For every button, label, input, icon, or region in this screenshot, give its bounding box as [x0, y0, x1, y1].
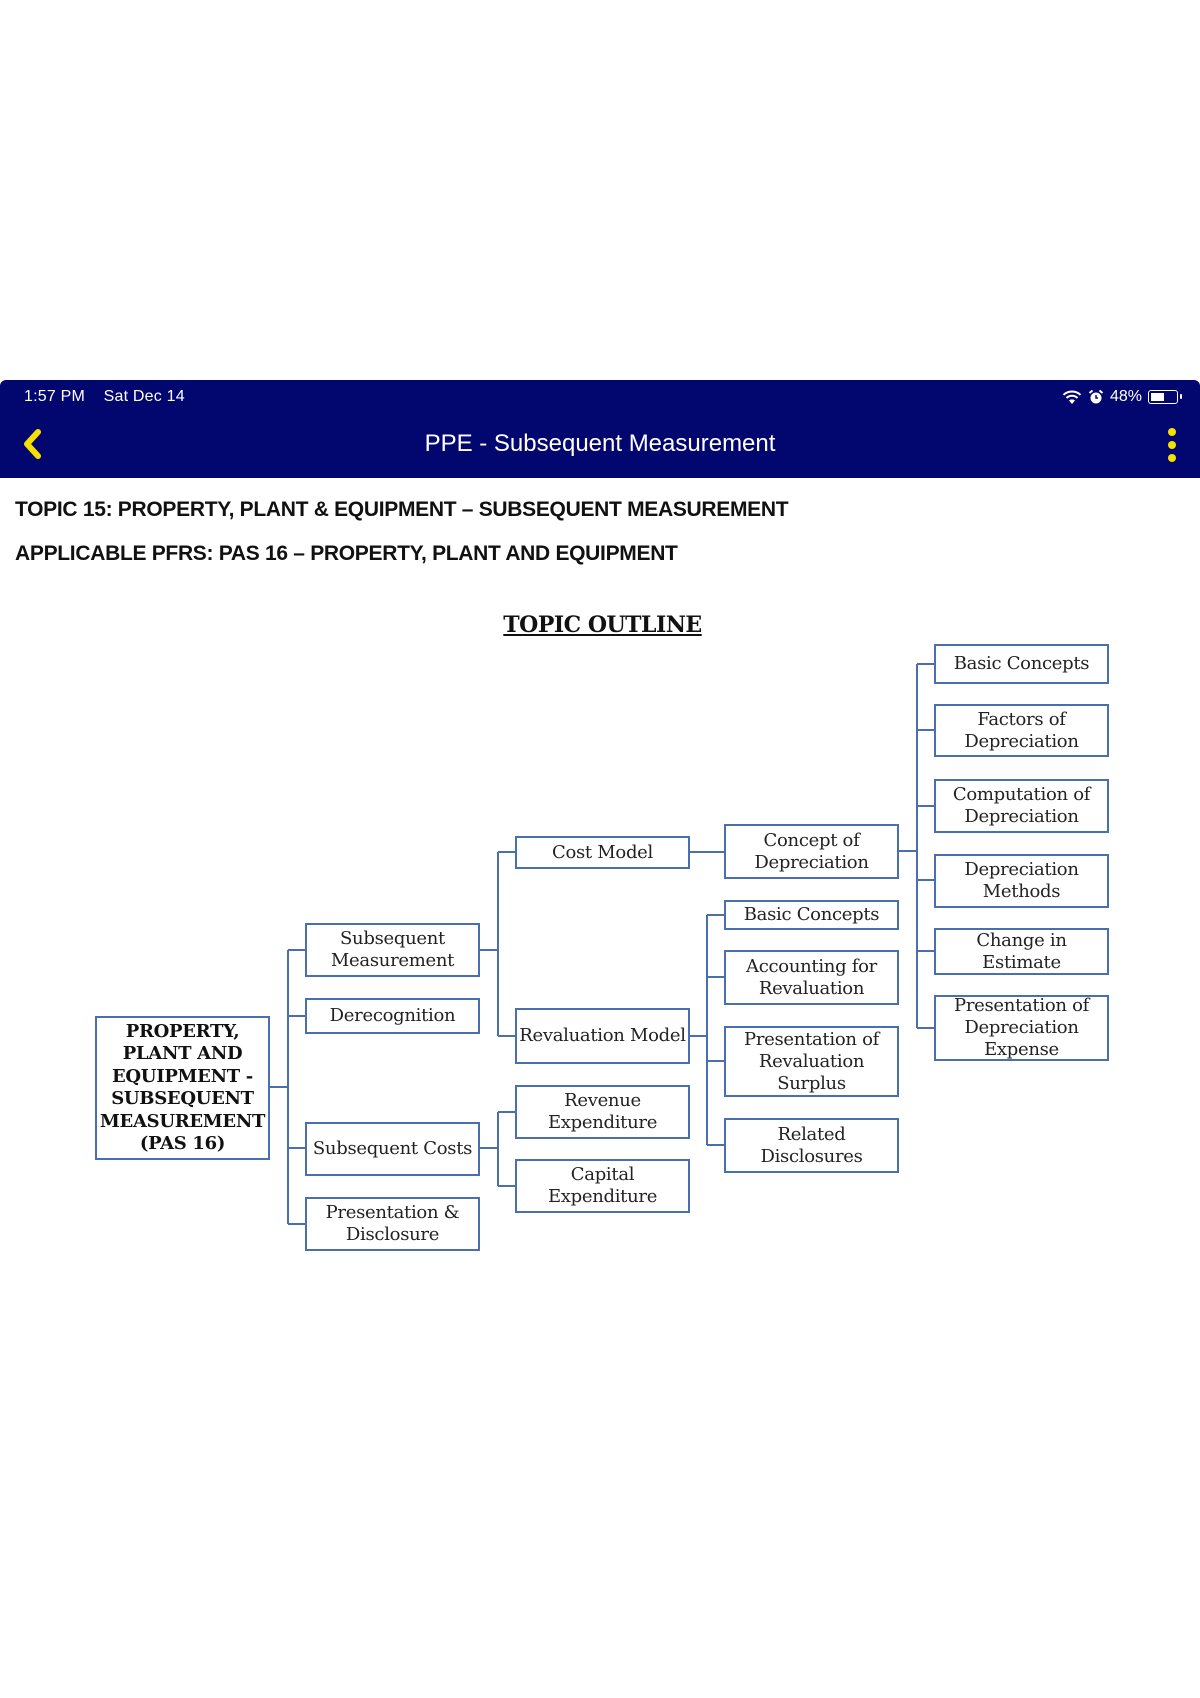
node-factors-of-depreciation: Factors of Depreciation: [934, 704, 1109, 757]
more-options-button[interactable]: [1162, 428, 1182, 462]
node-subsequent-costs: Subsequent Costs: [305, 1122, 480, 1176]
chevron-left-icon: [24, 429, 41, 459]
root-node-ppe-subsequent-measurement: PROPERTY, PLANT AND EQUIPMENT - SUBSEQUE…: [95, 1016, 270, 1160]
node-cost-model: Cost Model: [515, 836, 690, 869]
dot: [1168, 454, 1176, 462]
node-computation-of-depreciation: Computation of Depreciation: [934, 779, 1109, 833]
alarm-icon: [1088, 389, 1104, 404]
node-subsequent-measurement: Subsequent Measurement: [305, 923, 480, 977]
node-capital-expenditure: Capital Expenditure: [515, 1159, 690, 1213]
status-time: 1:57 PM: [24, 388, 85, 405]
status-bar-right: 48%: [1062, 388, 1182, 406]
node-related-disclosures: Related Disclosures: [724, 1118, 899, 1173]
battery-percent: 48%: [1109, 388, 1142, 405]
status-date: Sat Dec 14: [103, 388, 185, 405]
node-revaluation-model: Revaluation Model: [515, 1008, 690, 1064]
node-depreciation-methods: Depreciation Methods: [934, 854, 1109, 908]
more-vertical-icon: [1168, 428, 1176, 436]
node-change-in-estimate: Change in Estimate: [934, 928, 1109, 975]
node-depreciation-basic-concepts: Basic Concepts: [934, 644, 1109, 684]
dot: [1168, 441, 1176, 449]
topic-heading: TOPIC 15: PROPERTY, PLANT & EQUIPMENT – …: [15, 498, 789, 521]
node-presentation-revaluation-surplus: Presentation of Revaluation Surplus: [724, 1026, 899, 1097]
node-derecognition: Derecognition: [305, 998, 480, 1034]
page-title: PPE - Subsequent Measurement: [424, 430, 776, 457]
status-bar-left: 1:57 PM Sat Dec 14: [24, 388, 199, 406]
node-presentation-depreciation-expense: Presentation of Depreciation Expense: [934, 995, 1109, 1061]
node-presentation-disclosure: Presentation & Disclosure: [305, 1197, 480, 1251]
battery-icon: [1148, 390, 1182, 404]
applicable-pfrs-heading: APPLICABLE PFRS: PAS 16 – PROPERTY, PLAN…: [15, 542, 678, 565]
node-revaluation-basic-concepts: Basic Concepts: [724, 900, 899, 930]
node-concept-of-depreciation: Concept of Depreciation: [724, 824, 899, 879]
node-revenue-expenditure: Revenue Expenditure: [515, 1085, 690, 1139]
node-accounting-for-revaluation: Accounting for Revaluation: [724, 950, 899, 1005]
app-bar: 1:57 PM Sat Dec 14 48% PPE - Subsequent …: [0, 380, 1200, 478]
outline-title: TOPIC OUTLINE: [503, 612, 702, 638]
back-button[interactable]: [18, 426, 48, 462]
wifi-icon: [1062, 390, 1082, 404]
